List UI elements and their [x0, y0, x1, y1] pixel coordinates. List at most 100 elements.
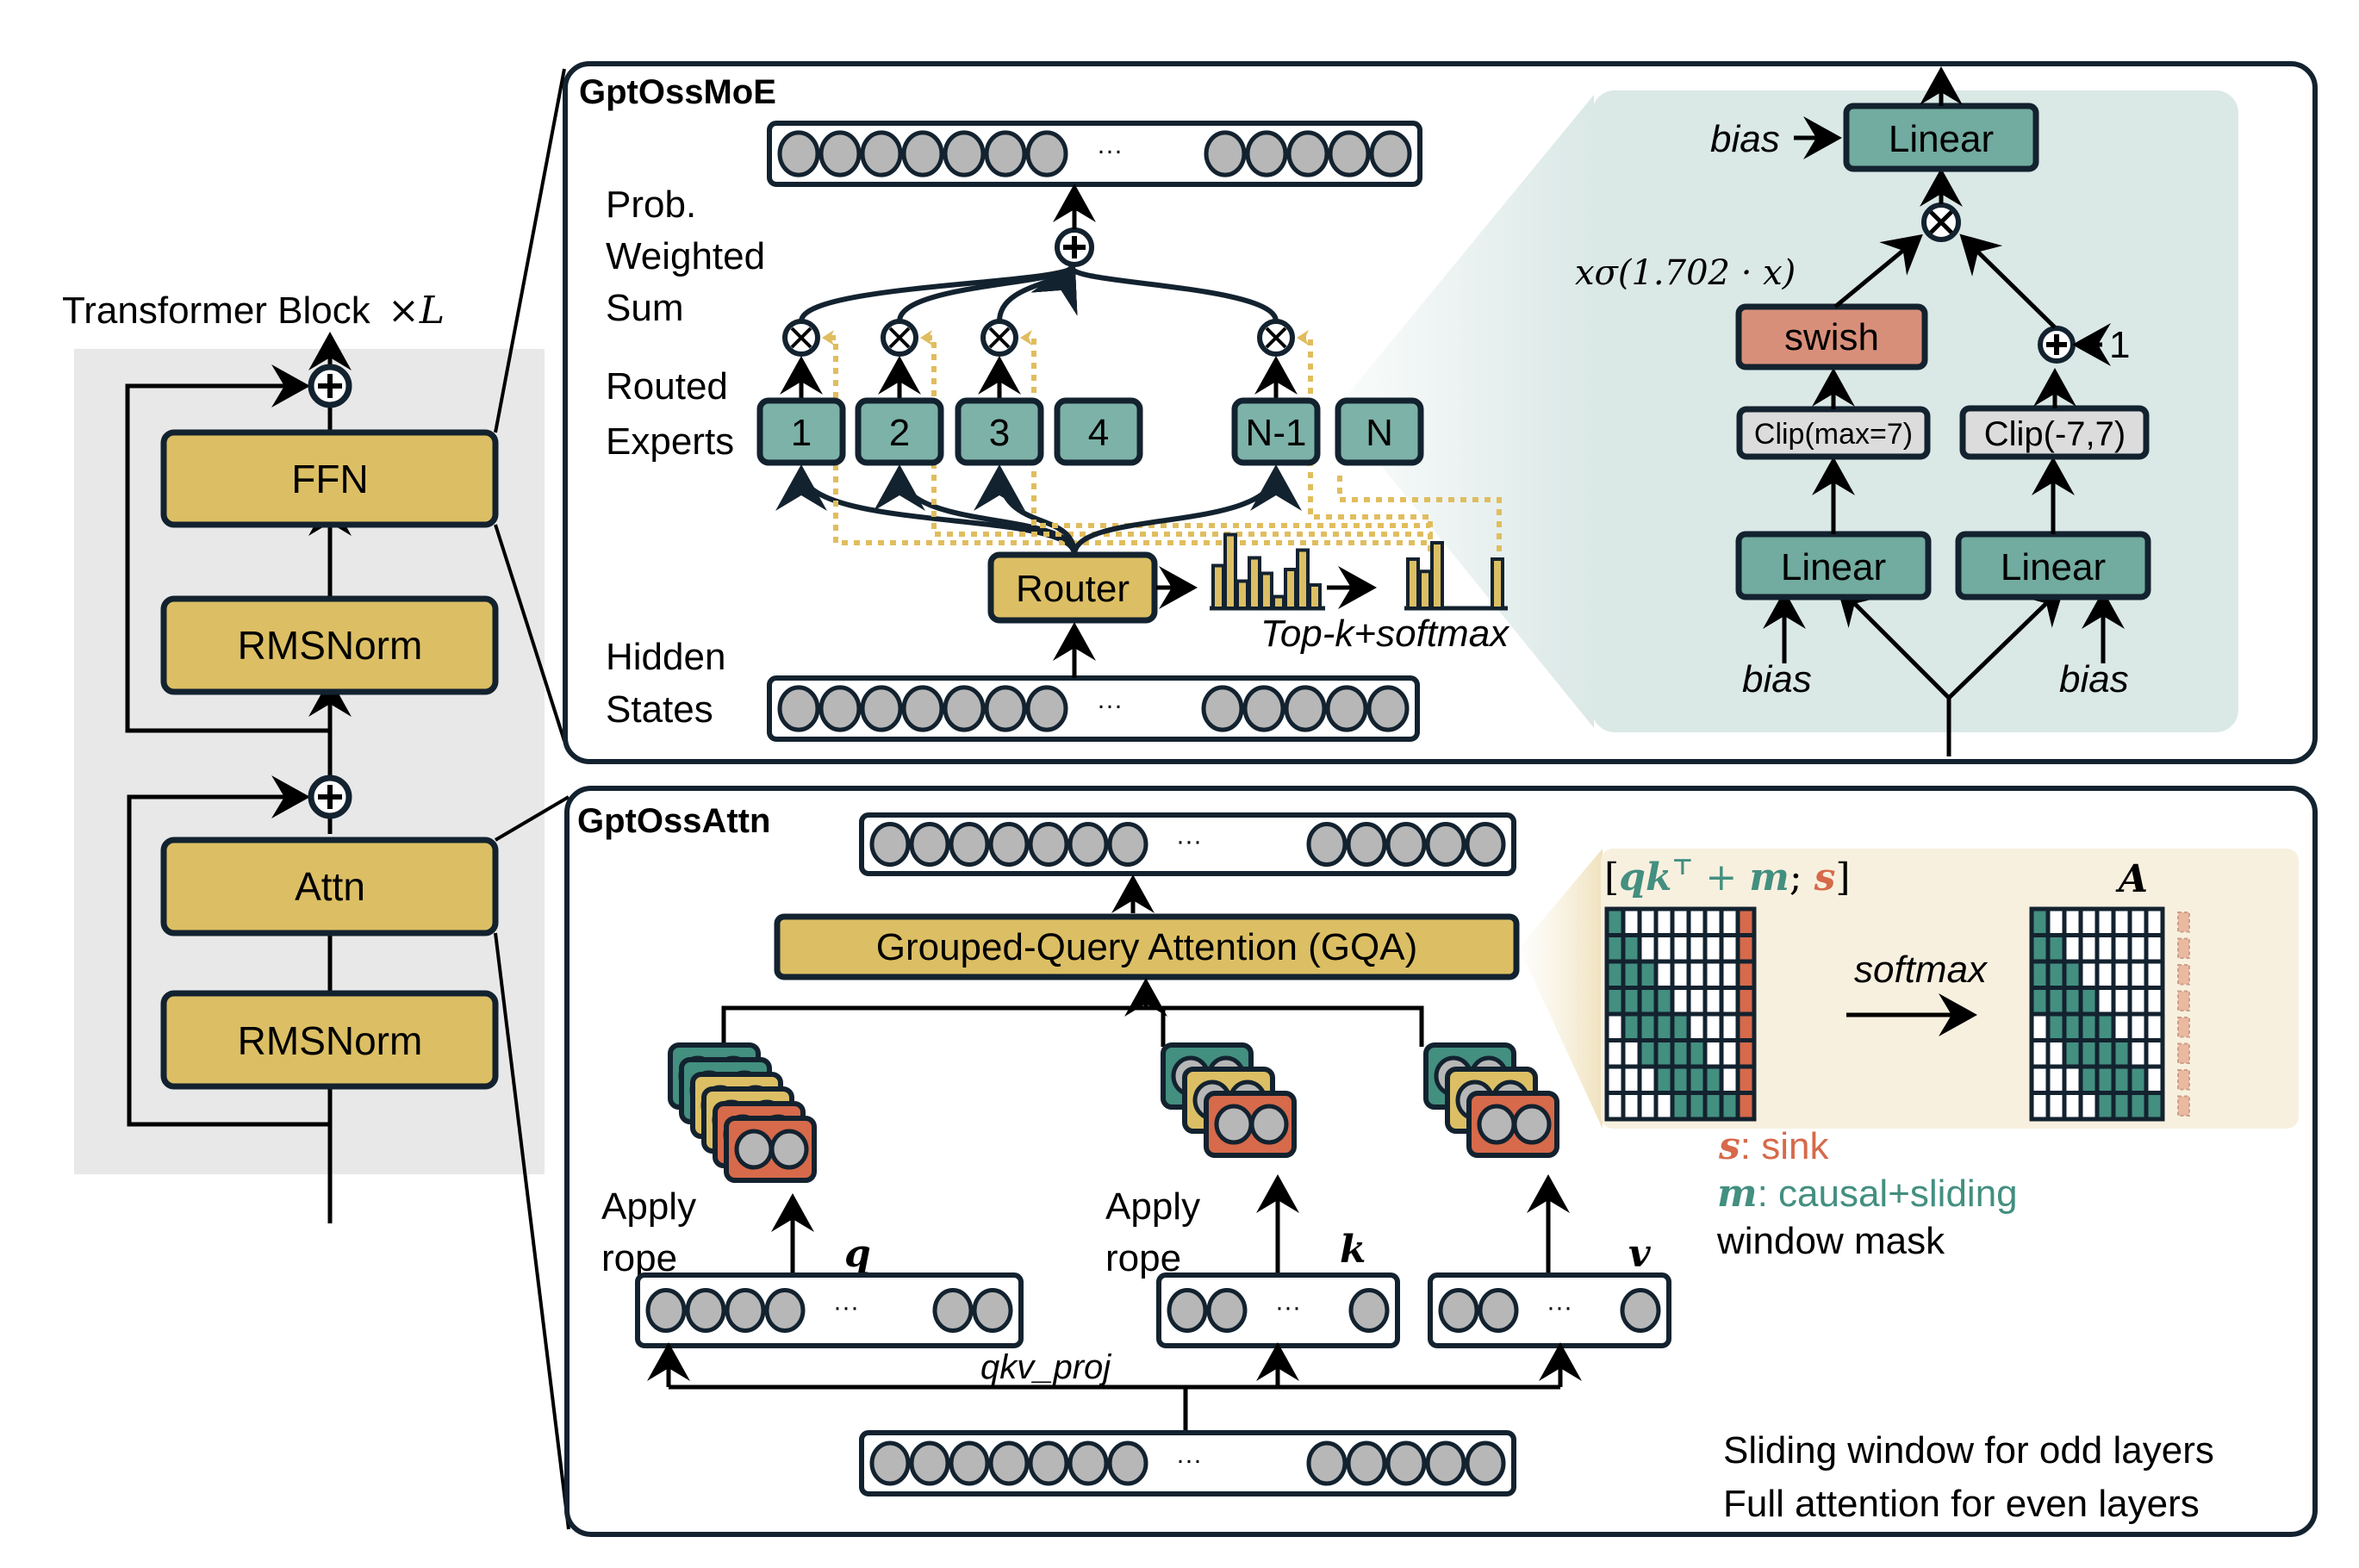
- zoom-line-attn-top: [494, 795, 570, 842]
- mask-cell-masked: [1621, 1091, 1642, 1122]
- token-circle: [943, 685, 986, 732]
- expert-4[interactable]: 4: [1054, 397, 1143, 466]
- histogram-bar: [1284, 568, 1298, 610]
- mask-cell-masked: [1621, 1064, 1642, 1095]
- sink-cell: [1735, 1091, 1757, 1122]
- linear-out-block[interactable]: Linear: [1843, 103, 2039, 172]
- mask-cell-masked: [2062, 933, 2083, 964]
- token-circle: [901, 685, 944, 732]
- prob-weighted-sum-label: Prob. Weighted Sum: [606, 184, 775, 329]
- attn-block[interactable]: Attn: [160, 837, 499, 936]
- residual-connection-ffn: [125, 364, 330, 733]
- token-circle: [1306, 821, 1348, 868]
- bias-out-label: bias: [1710, 118, 1780, 160]
- q-label: q: [844, 1232, 871, 1276]
- mask-cell-masked: [1653, 933, 1675, 964]
- mask-cell-visible: [2078, 986, 2100, 1017]
- mask-cell-masked: [2062, 1064, 2083, 1095]
- mask-cell-visible: [2029, 959, 2051, 990]
- mask-cell-masked: [1621, 1038, 1642, 1069]
- histogram-bar: [1223, 532, 1237, 610]
- mask-cell-visible: [1637, 1038, 1659, 1069]
- linear-left-block[interactable]: Linear: [1735, 531, 1932, 600]
- token-row-frame: [859, 1430, 1516, 1496]
- expert-N-1[interactable]: N-1: [1231, 397, 1321, 466]
- mask-cell-masked: [1702, 933, 1724, 964]
- sink-cell: [1735, 986, 1757, 1017]
- clip-left-block[interactable]: Clip(max=7): [1736, 406, 1931, 460]
- swish-block[interactable]: swish: [1735, 303, 1928, 370]
- expert-label: N-1: [1246, 412, 1307, 454]
- token-circle: [1067, 1440, 1109, 1486]
- arrow-swish-to-mul: [1833, 233, 1923, 308]
- sink-cell: [1735, 959, 1757, 990]
- mask-cell-visible: [2127, 1091, 2149, 1122]
- token-ellipsis: ···: [1097, 137, 1123, 165]
- topk-histogram: [1404, 541, 1508, 611]
- token-circle: [860, 685, 903, 732]
- mask-cell-masked: [1702, 959, 1724, 990]
- mask-cell-visible: [1653, 1011, 1675, 1042]
- ffn-block[interactable]: FFN: [160, 429, 499, 528]
- token-circle: [818, 685, 862, 732]
- sink-cell: [1735, 1038, 1757, 1069]
- v-label: v: [1628, 1232, 1651, 1276]
- mask-cell-masked: [2094, 986, 2116, 1017]
- clip-right-block[interactable]: Clip(-7,7): [1959, 405, 2150, 460]
- expert-label: 2: [889, 412, 910, 454]
- qkv-proj-label: qkv_proj: [980, 1348, 1111, 1386]
- expert-N[interactable]: N: [1335, 397, 1424, 466]
- token-circle: [860, 130, 903, 177]
- clip-left-label: Clip(max=7): [1754, 418, 1913, 451]
- v-projection-tokens: ···: [1428, 1272, 1671, 1348]
- token-circle: [1201, 685, 1244, 732]
- bias-right-label: bias: [2059, 658, 2129, 700]
- moe-panel: GptOssMoE Prob. Weighted Sum Routed Expe…: [563, 61, 2318, 764]
- rmsnorm-top-block[interactable]: RMSNorm: [160, 595, 499, 695]
- mask-cell-masked: [1686, 933, 1708, 964]
- rmsnorm-bottom-block[interactable]: RMSNorm: [160, 990, 499, 1090]
- token-circle: [645, 1287, 687, 1334]
- gqa-block[interactable]: Grouped-Query Attention (GQA): [774, 913, 1520, 980]
- mask-cell-visible: [1702, 1064, 1724, 1095]
- mask-cell-visible: [1670, 1091, 1691, 1122]
- zoom-line-ffn-top: [494, 68, 566, 433]
- token-circle: [1385, 821, 1427, 868]
- dropped-sink-cell: [2177, 1042, 2190, 1064]
- multiply-to-sum-path: [1030, 262, 1279, 322]
- attn-input-token-row: ···: [859, 1430, 1516, 1496]
- token-circle: [972, 1287, 1013, 1334]
- expert-3[interactable]: 3: [955, 397, 1044, 466]
- mask-cell-masked: [2029, 1011, 2051, 1042]
- q-heads-stack: [668, 1042, 817, 1183]
- token-circle: [869, 821, 911, 868]
- histogram-bar: [1211, 563, 1225, 610]
- mask-cell-visible: [2045, 1011, 2067, 1042]
- router-block[interactable]: Router: [987, 551, 1158, 624]
- mask-cell-masked: [1670, 959, 1691, 990]
- dropped-sink-cell: [2177, 1095, 2190, 1117]
- mask-cell-visible: [2111, 1064, 2132, 1095]
- sink-cell: [1735, 1011, 1757, 1042]
- mask-cell-visible: [1719, 1091, 1740, 1122]
- expert-1[interactable]: 1: [756, 397, 846, 466]
- expert-2[interactable]: 2: [855, 397, 944, 466]
- k-label: k: [1340, 1228, 1366, 1272]
- token-circle: [685, 1287, 726, 1334]
- routing-weight-arrowhead: [1297, 330, 1309, 345]
- dropped-sink-cell: [2177, 990, 2190, 1011]
- linear-right-block[interactable]: Linear: [1955, 531, 2151, 600]
- mask-cell-visible: [1686, 1064, 1708, 1095]
- residual-connection-attn: [127, 775, 330, 1127]
- mask-cell-masked: [2144, 1064, 2165, 1095]
- token-circle: [1206, 1287, 1248, 1334]
- mask-cell-masked: [1686, 1011, 1708, 1042]
- token-circle: [1620, 1287, 1661, 1334]
- weighted-sum-node: [1055, 227, 1094, 267]
- histogram-bar: [1491, 557, 1504, 610]
- token-circle: [1325, 685, 1368, 732]
- mask-cell-masked: [2045, 1064, 2067, 1095]
- mask-cell-masked: [2111, 959, 2132, 990]
- mask-cell-masked: [1686, 959, 1708, 990]
